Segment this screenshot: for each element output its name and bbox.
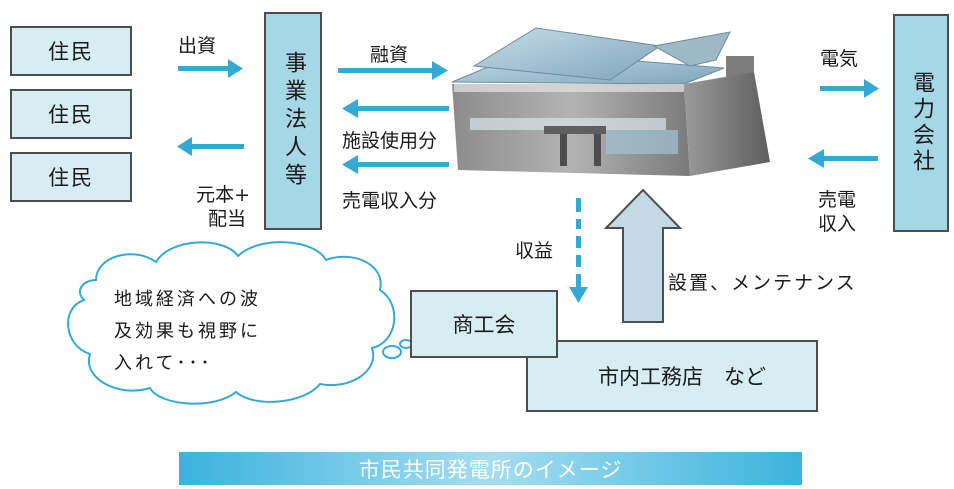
financing-label: 融資 — [370, 44, 409, 66]
chamber-of-commerce-box: 商工会 — [410, 290, 558, 358]
cloud-line-2: 及効果も視野に — [114, 321, 261, 342]
arrow-profit — [569, 198, 588, 303]
builders-box: 市内工務店 など — [526, 340, 818, 412]
arrow-financing — [338, 61, 448, 80]
arrow-electricity — [820, 79, 879, 98]
principal-label: 元本+ 配当 — [168, 183, 250, 231]
principal-line-2: 配当 — [207, 208, 246, 230]
resident-box: 住民 — [10, 152, 132, 202]
electricity-label: 電気 — [820, 48, 859, 70]
business-entity-box: 事業法人等 — [264, 12, 322, 230]
principal-line-1: 元本+ — [196, 184, 250, 206]
resident-box: 住民 — [10, 89, 132, 139]
arrow-investment — [178, 59, 243, 78]
arrow-facility-share — [342, 99, 449, 118]
arrow-install — [603, 188, 683, 323]
facility-share-label: 施設使用分 — [342, 130, 438, 152]
diagram-caption: 市民共同発電所のイメージ — [179, 452, 802, 485]
cloud-line-3: 入れて･･･ — [114, 353, 213, 374]
power-company-box: 電力会社 — [893, 14, 949, 232]
cloud-text: 地域経済への波 及効果も視野に 入れて･･･ — [114, 284, 261, 380]
install-maintenance-label: 設置、メンテナンス — [668, 272, 857, 294]
cloud-line-1: 地域経済への波 — [114, 289, 261, 310]
arrow-principal — [177, 137, 244, 156]
thought-cloud — [67, 241, 413, 405]
sales-share-label: 売電収入分 — [342, 190, 438, 212]
arrow-power-revenue — [808, 149, 878, 168]
profit-label: 収益 — [515, 240, 554, 262]
resident-box: 住民 — [10, 26, 132, 76]
power-plant-building — [451, 27, 770, 176]
arrow-sales-share — [342, 155, 449, 174]
power-revenue-label: 売電収入 — [817, 189, 856, 235]
investment-label: 出資 — [178, 35, 217, 57]
